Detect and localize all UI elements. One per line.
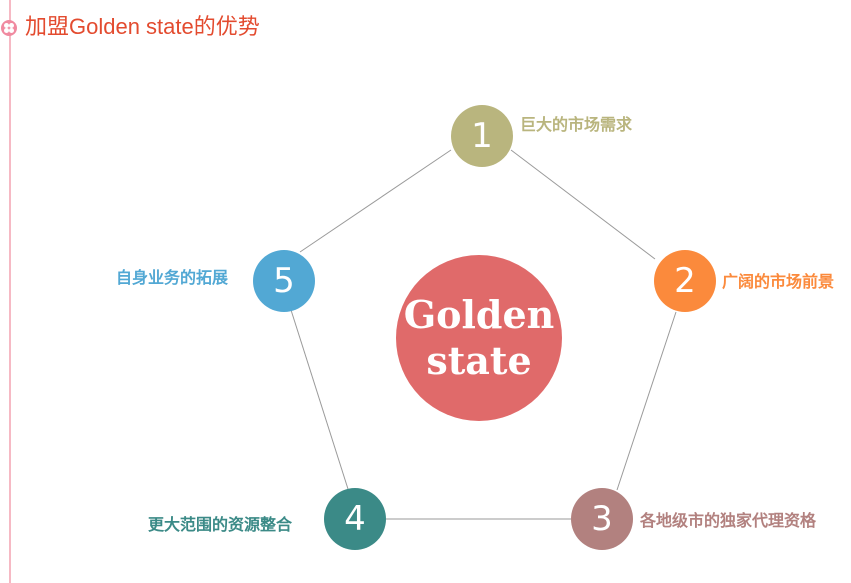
left-accent-rule [9,0,11,583]
node-3-circle: 3 [571,488,633,550]
node-5-number: 5 [273,261,295,301]
node-2-circle: 2 [654,250,716,312]
node-4-number: 4 [344,499,366,539]
center-title-line1: Golden [403,292,555,337]
edge-5-1 [299,149,452,253]
flower-icon [1,20,17,36]
node-1-number: 1 [471,116,493,156]
node-5-circle: 5 [253,250,315,312]
node-3-number: 3 [591,499,613,539]
center-title-line2: state [426,338,532,383]
node-4-circle: 4 [324,488,386,550]
node-3-label: 各地级市的独家代理资格 [640,513,817,530]
node-2-number: 2 [674,261,696,301]
node-2-label: 广阔的市场前景 [722,274,835,291]
node-1-circle: 1 [451,105,513,167]
edge-1-2 [510,149,656,260]
edge-2-3 [616,311,677,491]
node-5-label: 自身业务的拓展 [116,270,229,287]
center-golden-state-circle: Golden state [396,255,562,421]
node-1-label: 巨大的市场需求 [520,117,633,134]
node-4-label: 更大范围的资源整合 [148,517,293,534]
edge-4-5 [290,309,349,490]
page-title: 加盟Golden state的优势 [25,14,260,39]
